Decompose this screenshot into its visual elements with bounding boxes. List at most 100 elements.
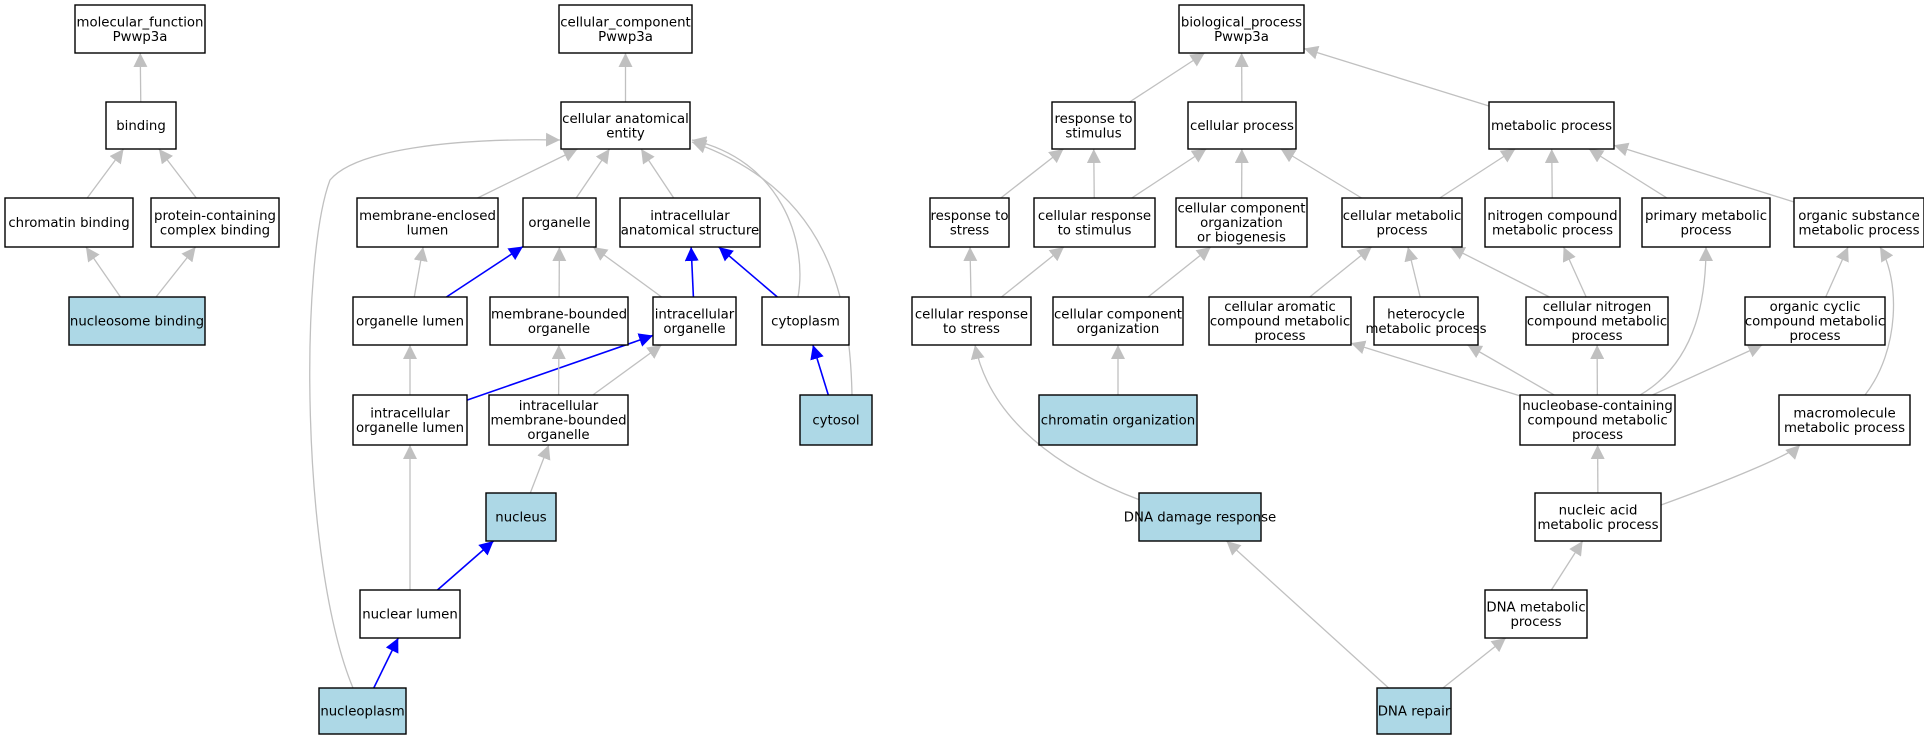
node-label-line: intracellular <box>655 307 735 322</box>
node-label-line: cellular process <box>1190 119 1294 134</box>
node-cellular-process[interactable]: cellular process <box>1187 101 1297 150</box>
edge-cellular-response-to-stress-to-cellular-response-to-stimulus <box>1001 246 1065 298</box>
node-label-line: entity <box>606 126 645 141</box>
node-box <box>1187 101 1297 150</box>
node-chromatin-organization[interactable]: chromatin organization <box>1038 394 1198 446</box>
node-chromatin-binding[interactable]: chromatin binding <box>4 197 134 248</box>
node-box <box>1341 197 1463 248</box>
node-box <box>1373 296 1479 346</box>
node-label-line: cytoplasm <box>771 315 840 330</box>
node-box <box>150 197 280 248</box>
node-dna-damage-response[interactable]: DNA damage response <box>1124 492 1276 542</box>
node-binding[interactable]: binding <box>105 101 177 150</box>
node-organelle[interactable]: organelle <box>522 197 597 248</box>
node-nuclear-lumen[interactable]: nuclear lumen <box>359 589 461 639</box>
node-nucleoplasm[interactable]: nucleoplasm <box>318 687 407 735</box>
node-box <box>68 296 206 346</box>
edge-cc-organization-to-cc-organization-biogenesis <box>1147 246 1212 298</box>
node-label-line: metabolic process <box>1537 518 1658 533</box>
node-label-line: process <box>1680 223 1731 238</box>
node-label-line: binding <box>116 119 166 134</box>
node-label-line: nitrogen compound <box>1487 209 1617 224</box>
node-label-line: heterocycle <box>1387 307 1465 322</box>
node-label-line: process <box>1571 329 1622 344</box>
node-label-line: cellular nitrogen <box>1543 300 1652 315</box>
node-label-line: organelle <box>663 322 725 337</box>
edge-organelle-lumen-to-membrane-enclosed-lumen <box>413 246 428 298</box>
node-box <box>1534 492 1662 542</box>
edge-nucleobase-mp-to-organic-cyclic-mp <box>1652 344 1763 396</box>
node-label-line: response to <box>1055 112 1133 127</box>
node-organelle-lumen[interactable]: organelle lumen <box>352 296 468 346</box>
node-box <box>105 101 177 150</box>
edge-metabolic-process-to-bp-root <box>1303 45 1490 107</box>
edge-nucleoplasm-to-cellular-anatomical-entity <box>309 132 561 689</box>
node-label-line: organic cyclic <box>1770 300 1861 315</box>
node-label-line: intracellular <box>370 406 450 421</box>
edge-cellular-metabolic-process-to-metabolic-process <box>1439 148 1516 199</box>
node-box <box>352 296 468 346</box>
node-box <box>489 296 629 346</box>
edge-nucleoplasm-to-nuclear-lumen <box>373 637 399 689</box>
node-box <box>619 197 761 248</box>
edge-nucleic-acid-mp-to-macromolecule-mp <box>1660 444 1801 506</box>
node-dna-repair[interactable]: DNA repair <box>1376 687 1452 735</box>
node-label-line: membrane-bounded <box>491 307 627 322</box>
node-label-line: cellular_component <box>560 15 691 30</box>
node-label-line: DNA damage response <box>1124 511 1276 526</box>
node-box <box>1138 492 1262 542</box>
node-label-line: process <box>1510 615 1561 630</box>
node-cytosol[interactable]: cytosol <box>799 394 873 446</box>
node-label-line: Pwwp3a <box>1214 30 1269 45</box>
node-label-line: metabolic process <box>1492 223 1613 238</box>
node-box <box>318 687 407 735</box>
edge-nucleobase-mp-to-cellular-aromatic-mp <box>1350 340 1521 397</box>
node-nucleosome-binding[interactable]: nucleosome binding <box>68 296 206 346</box>
node-label-line: metabolic process <box>1798 223 1919 238</box>
node-box <box>485 492 557 542</box>
node-nucleus[interactable]: nucleus <box>485 492 557 542</box>
node-box <box>1178 4 1305 54</box>
node-label-line: chromatin organization <box>1041 414 1195 429</box>
node-cytoplasm[interactable]: cytoplasm <box>761 296 850 346</box>
node-label-line: organization <box>1077 322 1160 337</box>
node-label-line: Pwwp3a <box>113 30 168 45</box>
node-box <box>1484 197 1621 248</box>
edge-cytosol-to-cellular-anatomical-entity <box>691 139 853 396</box>
node-box <box>4 197 134 248</box>
node-metabolic-process[interactable]: metabolic process <box>1488 101 1615 150</box>
node-label-line: nucleic acid <box>1559 503 1638 518</box>
node-label-line: nucleobase-containing <box>1522 399 1673 414</box>
edge-cellular-aromatic-mp-to-cellular-metabolic-process <box>1309 246 1373 298</box>
